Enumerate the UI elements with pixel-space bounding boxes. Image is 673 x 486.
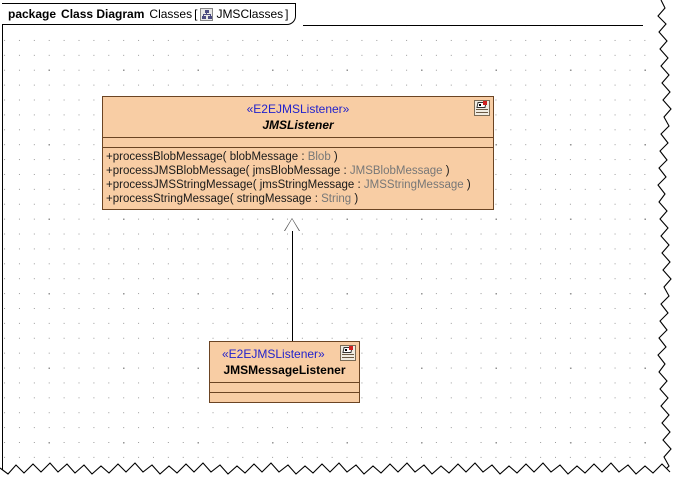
operations-compartment [210,393,359,402]
class-stereotype: «E2EJMSListener» [246,102,350,116]
parameter-name: jmsStringMessage [256,179,358,191]
parameter-type: JMSStringMessage [363,179,464,191]
class-separator [210,392,359,393]
package-kind: Class Diagram [61,7,145,21]
diagram-name: JMSClasses [216,7,284,21]
operation-row[interactable]: +processJMSStringMessage( jmsStringMessa… [103,178,493,192]
bracket-close: ] [285,7,289,21]
package-keyword: package [8,7,57,21]
operation-visibility: + [106,165,113,177]
parameter-name: jmsBlobMessage [249,165,344,177]
generalization-arrow[interactable] [285,219,299,231]
package-header-tab[interactable]: package Class Diagram Classes [ JMSClass… [2,3,297,25]
colon: : [357,179,364,191]
bracket-open: [ [194,7,198,21]
class-marker-icon [474,100,490,116]
parameter-type: String [321,193,352,205]
operation-visibility: + [106,151,113,163]
frame-top-border [303,25,643,26]
class-box-jmsmessagelistener[interactable]: «E2EJMSListener» JMSMessageListener [209,341,360,403]
paren-open: ( [245,165,250,177]
operations-compartment: +processBlobMessage( blobMessage : Blob … [103,148,493,209]
paren-open: ( [252,179,257,191]
operation-name: processJMSStringMessage [112,179,253,191]
paren-close: ) [351,193,359,205]
frame-left-border [2,3,3,473]
class-separator [103,137,493,138]
paren-close: ) [330,151,338,163]
parameter-name: stringMessage [233,193,315,205]
class-header: «E2EJMSListener» JMSListener [103,97,493,137]
class-header: «E2EJMSListener» JMSMessageListener [210,342,359,382]
paren-open: ( [222,151,227,163]
class-marker-icon [340,345,356,361]
generalization-line[interactable] [292,230,293,341]
colon: : [314,193,322,205]
operation-row[interactable]: +processBlobMessage( blobMessage : Blob … [103,150,493,164]
class-diagram-icon [200,7,214,21]
class-stereotype: «E2EJMSListener» [222,347,325,361]
package-name: Classes [149,7,193,21]
operation-visibility: + [106,193,113,205]
colon: : [301,151,308,163]
operation-name: processStringMessage [112,193,230,205]
colon: : [343,165,350,177]
parameter-type: Blob [307,151,331,163]
class-name: JMSListener [262,118,334,132]
operation-name: processBlobMessage [112,151,223,163]
paren-close: ) [463,179,471,191]
operation-visibility: + [106,179,113,191]
class-separator [210,382,359,383]
operation-row[interactable]: +processStringMessage( stringMessage : S… [103,192,493,206]
operation-name: processJMSBlobMessage [112,165,246,177]
class-name: JMSMessageListener [223,363,346,377]
parameter-name: blobMessage [226,151,302,163]
class-separator [103,147,493,148]
operation-row[interactable]: +processJMSBlobMessage( jmsBlobMessage :… [103,164,493,178]
class-box-jmslistener[interactable]: «E2EJMSListener» JMSListener +processBlo… [102,96,494,210]
attributes-compartment [210,383,359,392]
attributes-compartment [103,138,493,147]
parameter-type: JMSBlobMessage [349,165,443,177]
paren-open: ( [229,193,234,205]
paren-close: ) [442,165,450,177]
